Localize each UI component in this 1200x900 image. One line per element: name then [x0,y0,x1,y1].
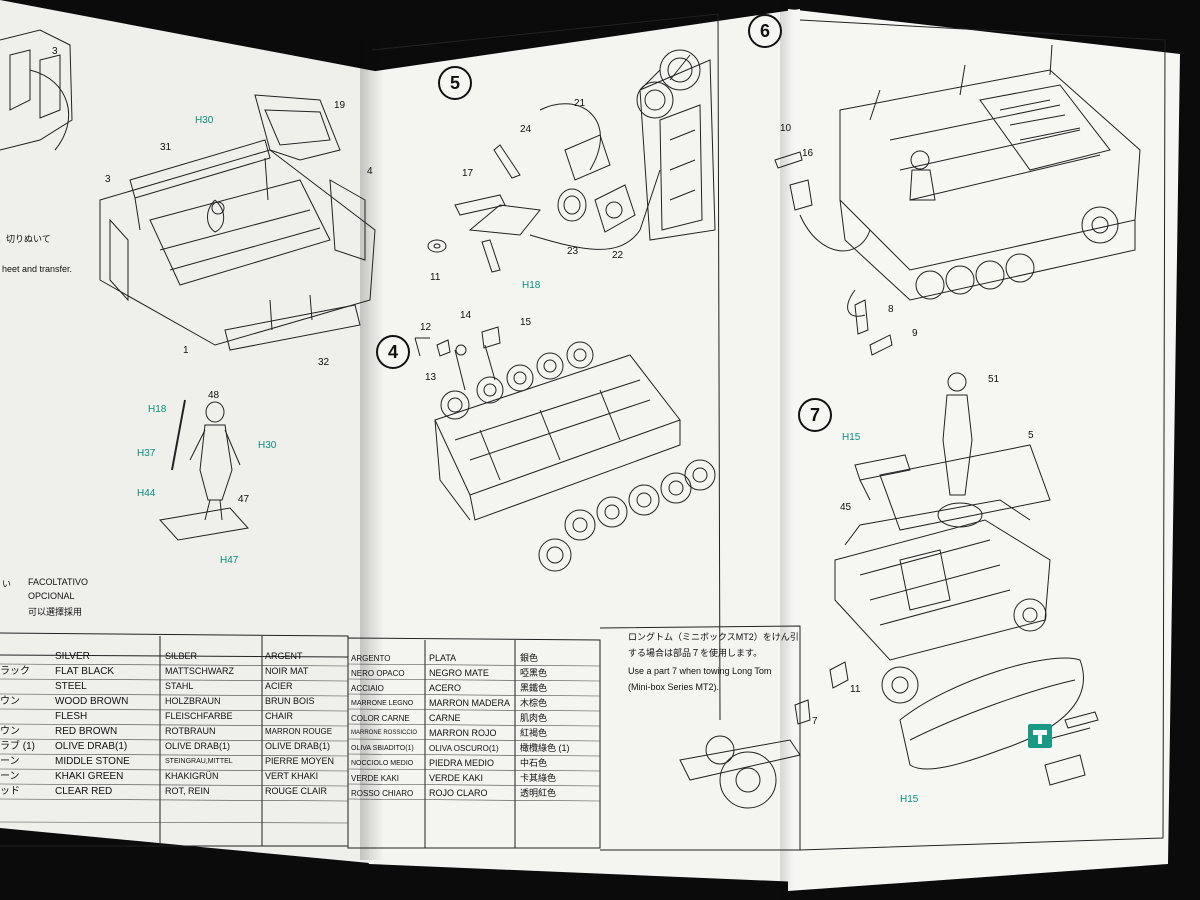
paint-col-de: SILBER MATTSCHWARZ STAHL HOLZBRAUN FLEIS… [165,651,234,796]
callout-24: 24 [520,124,532,135]
callout-17: 17 [462,168,474,179]
towing-note-jp-2: する場合は部品７を使用します。 [628,648,763,658]
step6-drawing [774,44,1141,356]
callout-5: 5 [1028,430,1034,441]
callout-10: 10 [780,123,792,134]
ref-h18-step5: H18 [522,280,541,291]
optional-cn: 可以選擇採用 [28,607,83,617]
paint-col-fr: ARGENT NOIR MAT ACIER BRUN BOIS CHAIR MA… [265,651,335,796]
optional-it: FACOLTATIVO [28,577,89,587]
ref-h18: H18 [148,404,167,415]
page-fold-shadow [360,40,384,860]
paint-col-jp: ラック ウン ウン ラブ (1) ーン ーン ッド [0,666,35,797]
callout-11-step7: 11 [850,684,861,695]
optional-es: OPCIONAL [28,591,75,601]
optional-prefix-jp: い [2,579,12,589]
callout-13: 13 [425,372,437,383]
callout-3-top: 3 [52,46,58,57]
paint-col-cn: 銀色 啞黑色 黑鐵色 木棕色 肌肉色 紅褐色 橄欖綠色 (1) 中石色 卡其綠色… [520,653,570,798]
callout-47: 47 [238,494,250,505]
step-6-number: 6 [748,14,782,48]
step-4-number: 4 [376,335,410,369]
middle-page [368,9,800,882]
paint-col-en: SILVER FLAT BLACK STEEL WOOD BROWN FLESH… [55,651,130,797]
paint-col-it: ARGENTO NERO OPACO ACCIAIO MARRONE LEGNO… [351,654,418,798]
ref-h30: H30 [258,440,277,451]
step5-drawing [427,49,716,273]
soldier-figure-drawing [159,399,249,541]
note-sheet-transfer: heet and transfer. [2,264,73,274]
callout-7: 7 [812,716,818,727]
callout-15: 15 [520,317,532,328]
callout-11: 11 [430,272,441,283]
page-fold-shadow-right [780,0,794,900]
callout-23: 23 [567,246,579,257]
ref-h30-top: H30 [195,115,214,126]
callout-32: 32 [318,357,330,368]
note-cut-out-jp: 切りぬいて [6,234,51,244]
callout-12: 12 [420,322,432,333]
callout-4: 4 [367,166,373,177]
right-page [788,9,1180,891]
middle-page-frame [371,13,721,721]
towing-note-en-1: Use a part 7 when towing Long Tom [628,666,772,676]
ref-h37: H37 [137,448,156,459]
right-page-frame [599,625,801,851]
ref-h47: H47 [220,555,239,566]
step-7-number: 7 [798,398,832,432]
paint-col-es: PLATA NEGRO MATE ACERO MARRON MADERA CAR… [429,653,511,798]
callout-51: 51 [988,374,1000,385]
step4-drawing [414,326,716,572]
callout-8: 8 [888,304,894,315]
hull-interior-drawing [99,94,376,351]
ref-h44: H44 [137,488,156,499]
left-page [0,0,380,864]
optional-part-icon [1028,724,1052,748]
step-5-number: 5 [438,66,472,100]
callout-45: 45 [840,502,852,513]
callout-21: 21 [574,98,586,109]
ref-h15-bottom: H15 [900,794,919,805]
towing-note-jp-1: ロングトム（ミニボックスMT2）をけん引 [628,632,799,642]
step7-drawing [679,372,1099,809]
callout-48: 48 [208,390,220,401]
callout-22: 22 [612,250,624,261]
callout-9: 9 [912,328,918,339]
callout-14: 14 [460,310,472,321]
callout-3: 3 [105,174,111,185]
callout-19: 19 [334,100,346,111]
callout-16: 16 [802,148,814,159]
towing-note-en-2: (Mini-box Series MT2). [628,682,720,692]
callout-31: 31 [160,142,172,153]
callout-1: 1 [183,345,189,356]
ref-h15-top: H15 [842,432,861,443]
partial-hull-detail-drawing [0,29,73,151]
